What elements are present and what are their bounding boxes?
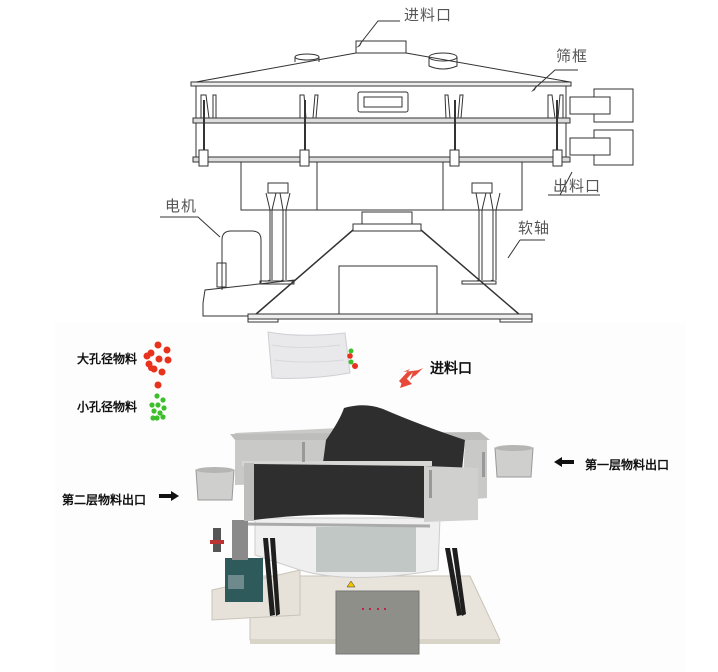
first-outlet-arrow-icon bbox=[554, 457, 574, 467]
label-second-outlet: 第二层物料出口 bbox=[62, 493, 147, 507]
label-large-material: 大孔径物料 bbox=[77, 352, 138, 366]
label-screen-frame: 筛框 bbox=[556, 47, 589, 65]
inlet-arrow-icon bbox=[399, 368, 423, 388]
label-inlet: 进料口 bbox=[404, 6, 453, 24]
large-particles-icon bbox=[143, 341, 172, 389]
label-motor: 电机 bbox=[165, 197, 198, 215]
label-photo-inlet: 进料口 bbox=[430, 361, 472, 377]
label-outlet: 出料口 bbox=[553, 177, 602, 195]
feed-bag-icon bbox=[267, 331, 358, 379]
second-outlet-arrow-icon bbox=[159, 491, 179, 501]
sifter-line-drawing bbox=[160, 20, 634, 323]
label-first-outlet: 第一层物料出口 bbox=[585, 458, 670, 472]
label-soft-shaft: 软轴 bbox=[518, 219, 551, 237]
small-particles-icon bbox=[149, 393, 167, 421]
label-small-material: 小孔径物料 bbox=[77, 400, 138, 414]
